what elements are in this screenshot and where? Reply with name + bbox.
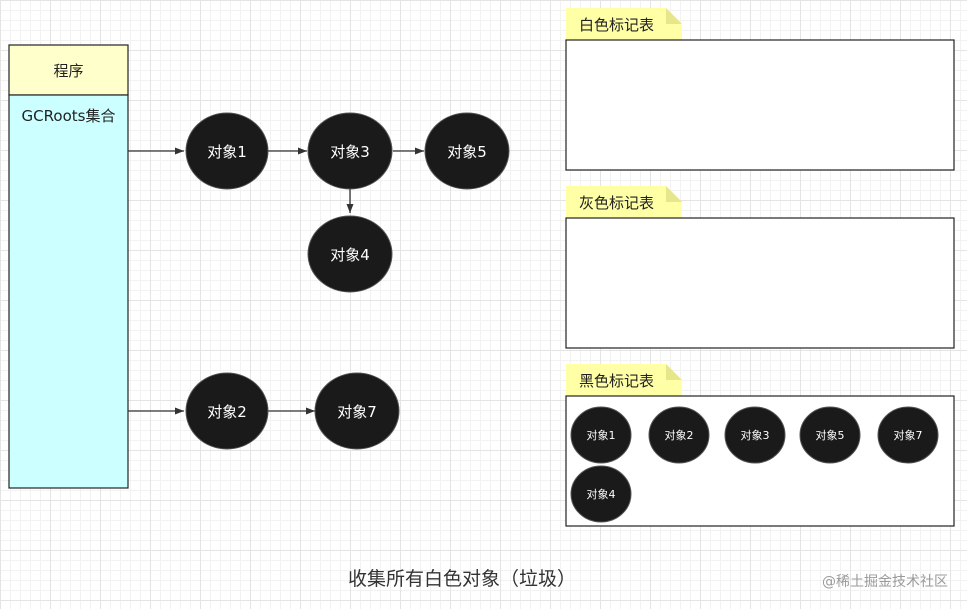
black-table-item-shape	[799, 406, 861, 464]
white-table-note-fold	[666, 8, 682, 24]
gray-mark-table: 灰色标记表	[565, 186, 955, 349]
object-node-2: 对象2	[185, 372, 269, 450]
black-table-item: 对象5	[799, 406, 861, 464]
black-table-item-shape	[570, 406, 632, 464]
object-node-5: 对象5	[424, 112, 510, 190]
gray-table-box	[565, 217, 955, 349]
black-table-item-label: 对象7	[894, 428, 923, 442]
black-table-item: 对象4	[570, 465, 632, 523]
object-node-shape	[185, 112, 269, 190]
black-table-item-shape	[724, 406, 786, 464]
object-node-shape	[185, 372, 269, 450]
black-table-item-label: 对象5	[816, 428, 845, 442]
gc-roots-box	[8, 94, 129, 489]
object-node-label: 对象5	[447, 143, 487, 161]
gc-roots-label: GCRoots集合	[22, 107, 116, 125]
white-table-note-tab	[566, 8, 682, 40]
object-node-label: 对象3	[330, 143, 370, 161]
gray-table-note-fold	[666, 186, 682, 202]
black-table-item-shape	[648, 406, 710, 464]
black-table-item: 对象3	[724, 406, 786, 464]
object-node-3: 对象3	[307, 112, 393, 190]
object-node-shape	[307, 215, 393, 293]
black-table-item-label: 对象1	[587, 428, 616, 442]
object-node-label: 对象4	[330, 246, 370, 264]
white-table-box	[565, 39, 955, 171]
black-table-item: 对象7	[877, 406, 939, 464]
black-table-item-label: 对象4	[587, 487, 616, 501]
program-block: 程序 GCRoots集合	[8, 44, 129, 489]
object-node-shape	[307, 112, 393, 190]
program-header-box	[8, 44, 129, 96]
object-node-shape	[314, 372, 400, 450]
black-table-item: 对象2	[648, 406, 710, 464]
gray-table-note-tab	[566, 186, 682, 218]
object-node-shape	[424, 112, 510, 190]
gray-table-title: 灰色标记表	[579, 194, 654, 212]
object-node-4: 对象4	[307, 215, 393, 293]
black-table-item-label: 对象3	[741, 428, 770, 442]
black-mark-table: 黑色标记表 对象1 对象2 对象3 对象5 对象7 对象4	[565, 364, 955, 527]
diagram-caption: 收集所有白色对象（垃圾）	[348, 568, 576, 590]
watermark: @稀土掘金技术社区	[822, 574, 948, 590]
black-table-item-shape	[570, 465, 632, 523]
object-node-1: 对象1	[185, 112, 269, 190]
black-table-item-label: 对象2	[665, 428, 694, 442]
black-table-item-shape	[877, 406, 939, 464]
object-node-label: 对象7	[337, 403, 377, 421]
edges	[128, 147, 424, 415]
black-table-note-tab	[566, 364, 682, 396]
white-mark-table: 白色标记表	[565, 8, 955, 171]
object-node-label: 对象2	[207, 403, 247, 421]
program-header-label: 程序	[53, 62, 83, 80]
object-node-label: 对象1	[207, 143, 247, 161]
black-table-note-fold	[666, 364, 682, 380]
object-node-7: 对象7	[314, 372, 400, 450]
black-table-item: 对象1	[570, 406, 632, 464]
white-table-title: 白色标记表	[579, 16, 654, 34]
black-table-title: 黑色标记表	[579, 372, 654, 390]
